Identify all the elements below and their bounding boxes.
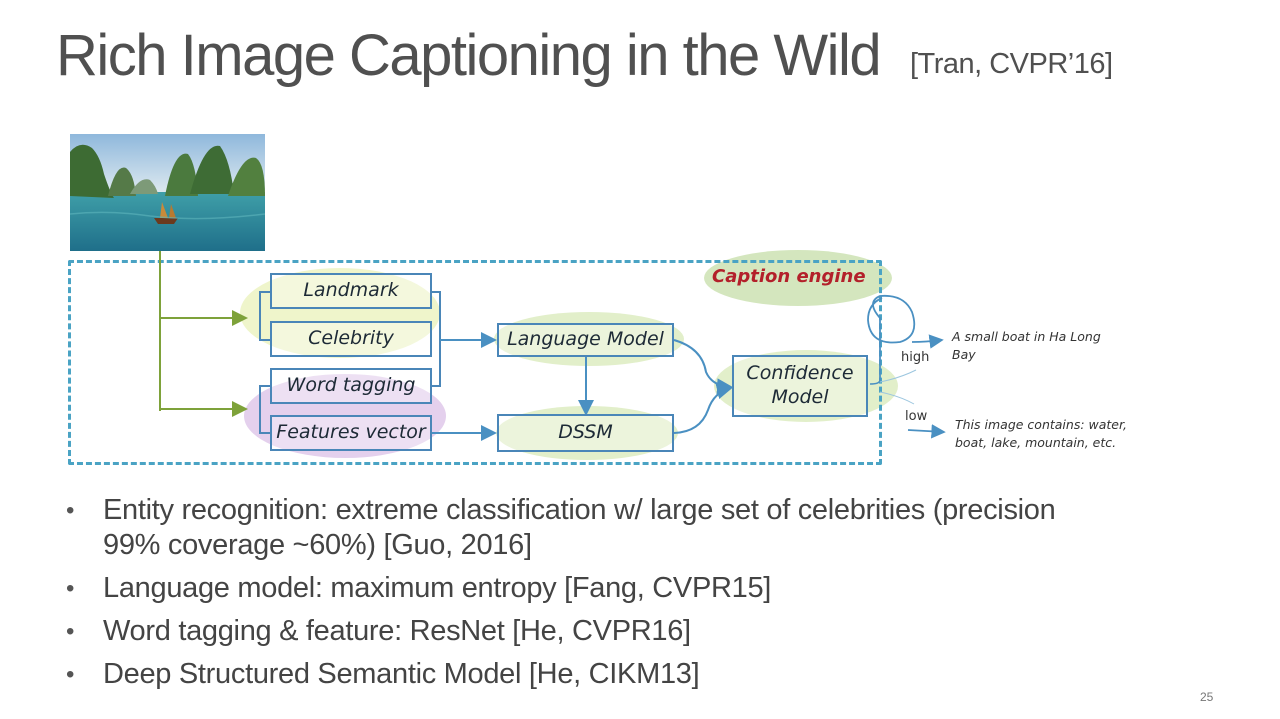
landmark-box: Landmark (270, 273, 432, 309)
landmark-celebrity-highlight (240, 268, 440, 358)
low-caption-line2: boat, lake, mountain, etc. (955, 434, 1117, 450)
bullet-list: Entity recognition: extreme classificati… (66, 493, 1236, 700)
bullet-text-continued: 99% coverage ~60%) [Guo, 2016] (103, 529, 532, 561)
bullet-text: Deep Structured Semantic Model [He, CIKM… (103, 658, 700, 690)
low-branch-label: low (905, 409, 928, 424)
celebrity-box: Celebrity (270, 321, 432, 357)
high-branch-line (869, 379, 881, 385)
high-whisker (879, 369, 917, 383)
bullet-item: Entity recognition: extreme classificati… (66, 493, 1236, 563)
page-number: 25 (1200, 690, 1214, 704)
bottom-left-bracket (259, 385, 270, 434)
slide-title: Rich Image Captioning in the Wild (56, 23, 882, 88)
bullet-item: Deep Structured Semantic Model [He, CIKM… (66, 657, 1236, 692)
bullet-text: Entity recognition: extreme classificati… (103, 494, 1056, 526)
caption-engine-highlight (704, 250, 892, 306)
features-vector-box: Features vector (270, 415, 432, 451)
bullet-text: Language model: maximum entropy [Fang, C… (103, 572, 772, 604)
confidence-label-line1: Confidence (746, 362, 854, 385)
caption-engine-label: Caption engine (712, 266, 866, 287)
high-branch-label: high (901, 350, 930, 365)
arrow-low-output (907, 424, 946, 439)
low-whisker (879, 391, 915, 405)
low-caption-line1: This image contains: water, (955, 417, 1127, 432)
low-confidence-caption: This image contains: water, boat, lake, … (955, 416, 1127, 451)
bullet-text: Word tagging & feature: ResNet [He, CVPR… (103, 615, 691, 647)
arrow-high-output (911, 334, 944, 349)
dssm-box: DSSM (497, 414, 674, 452)
language-model-box: Language Model (497, 323, 674, 357)
high-confidence-caption: A small boat in Ha Long Bay (952, 328, 1101, 363)
language-model-highlight (494, 312, 684, 366)
title-reference: [Tran, CVPR’16] (910, 48, 1113, 80)
top-left-bracket (259, 291, 270, 341)
arrow-dssm-to-confidence (673, 383, 733, 434)
bullet-item: Word tagging & feature: ResNet [He, CVPR… (66, 614, 1236, 649)
bullet-item: Language model: maximum entropy [Fang, C… (66, 571, 1236, 606)
high-caption-line2: Bay (952, 346, 976, 362)
high-loop-curve (867, 294, 916, 380)
right-bracket (432, 291, 441, 387)
input-photo (70, 134, 265, 251)
confidence-model-box: Confidence Model (732, 355, 868, 417)
word-tagging-box: Word tagging (270, 368, 432, 404)
confidence-label-line2: Model (771, 386, 829, 408)
arrow-lm-to-confidence (673, 339, 733, 395)
high-caption-line1: A small boat in Ha Long (952, 329, 1101, 344)
